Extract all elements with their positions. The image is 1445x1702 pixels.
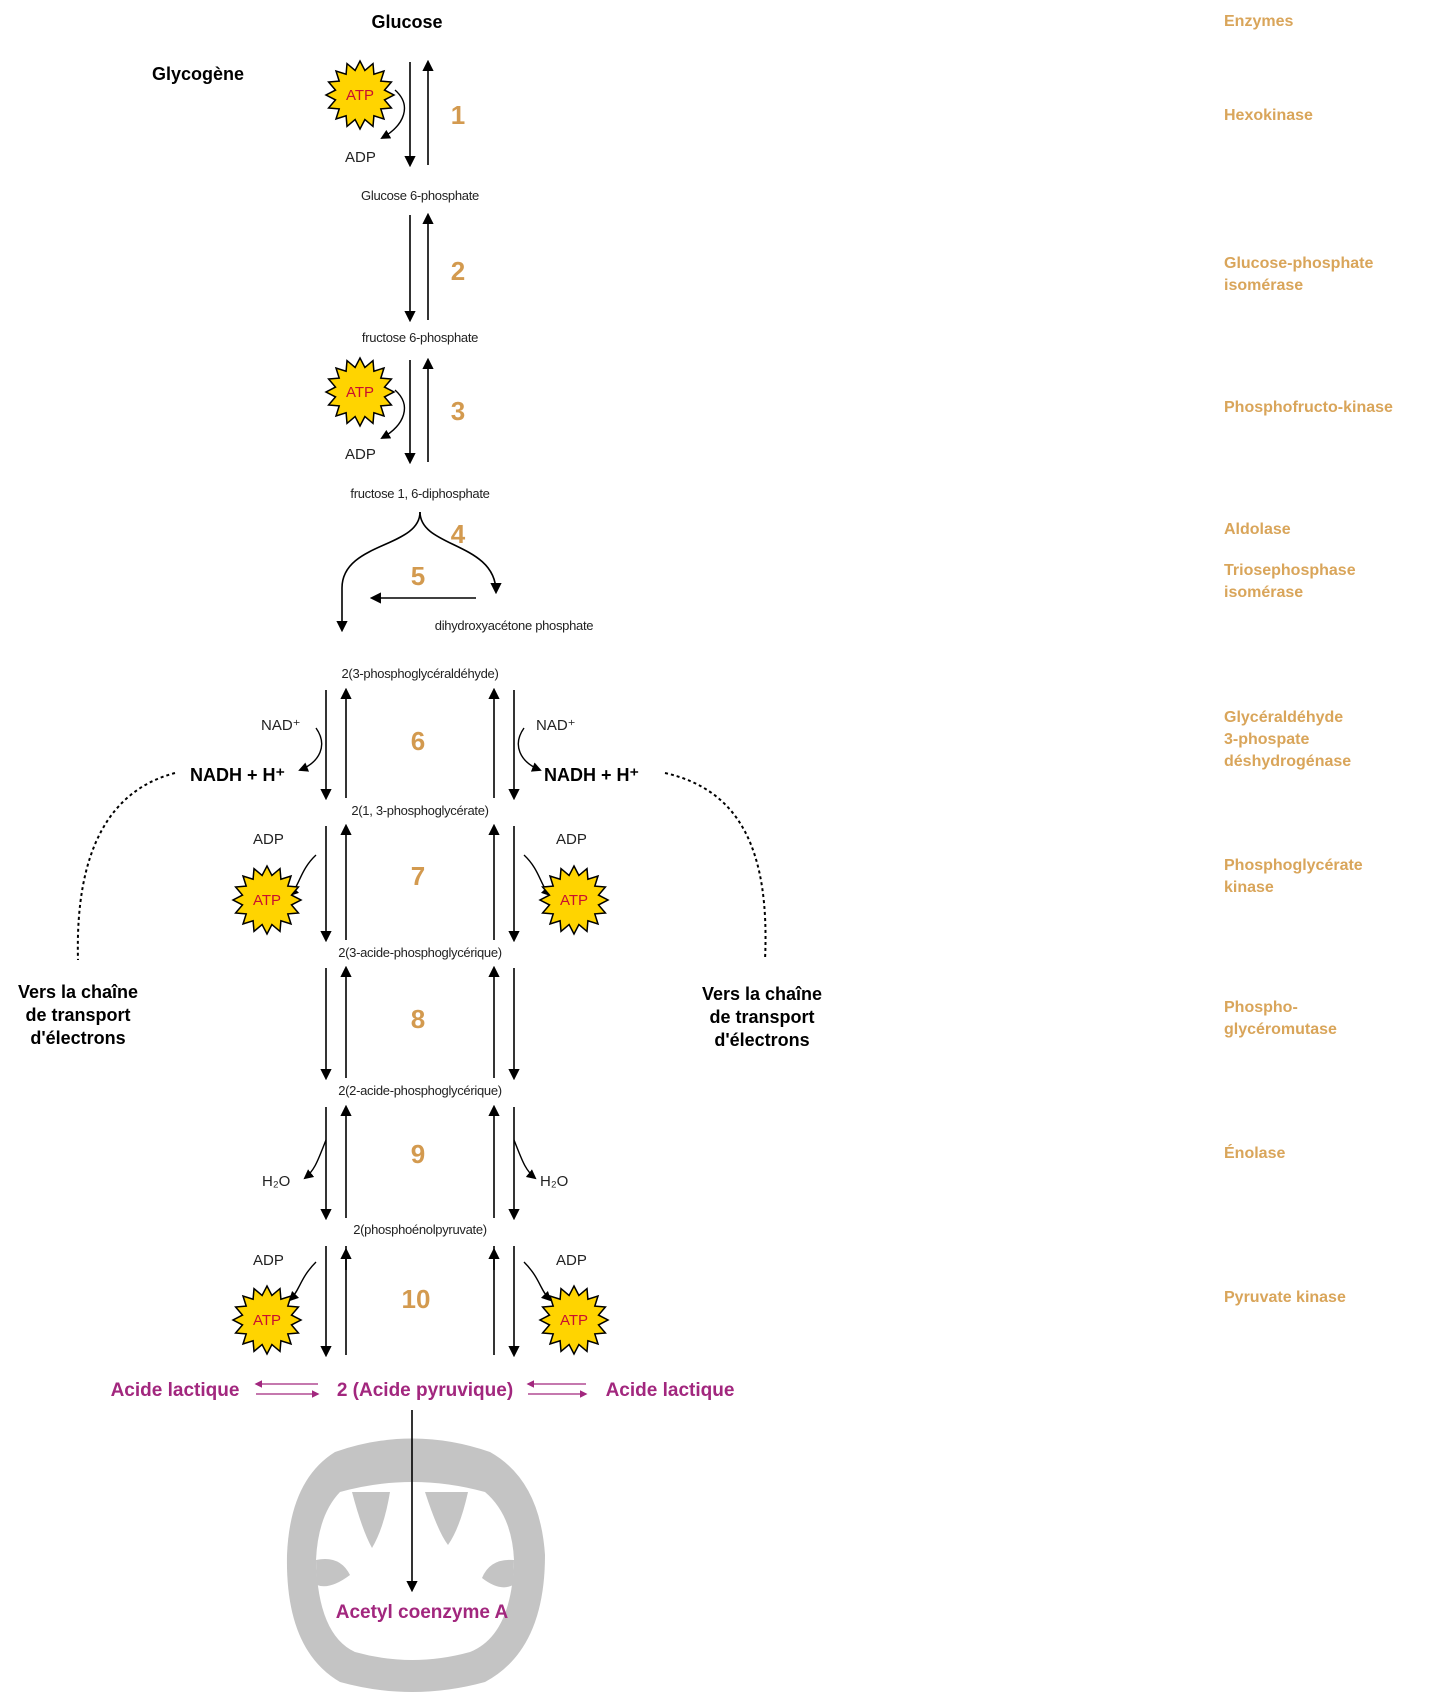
enzyme-3: Phosphofructo-kinase: [1224, 399, 1393, 416]
adp-label-step1: ADP: [345, 149, 376, 166]
step-number-9: 9: [411, 1139, 425, 1169]
atp-star-shape: [324, 356, 396, 428]
electron-chain-left-line3: d'électrons: [30, 1028, 125, 1048]
nadh-label-right: NADH + H⁺: [544, 765, 639, 785]
electron-chain-right-line2: de transport: [709, 1007, 814, 1027]
atp-star-shape: [231, 864, 303, 936]
atp-label: ATP: [560, 1312, 588, 1329]
lactate-arrows: [254, 1380, 588, 1398]
metabolite-fructose-6-phosphate: fructose 6-phosphate: [362, 330, 478, 345]
metabolite-1-3-phosphoglycerate: 2(1, 3-phosphoglycérate): [351, 803, 488, 818]
electron-chain-left-line2: de transport: [25, 1005, 130, 1025]
pyruvic-acid: 2 (Acide pyruvique): [337, 1380, 513, 1401]
atp-star-shape: [538, 1284, 610, 1356]
electron-chain-dashed-curves: [76, 772, 767, 961]
atp-label: ATP: [560, 892, 588, 909]
metabolite-dihydroxyacetone-phosphate: dihydroxyacétone phosphate: [435, 618, 594, 633]
electron-chain-right-line3: d'électrons: [714, 1030, 809, 1050]
step-number-8: 8: [411, 1004, 425, 1034]
adp-label-step3: ADP: [345, 446, 376, 463]
step-number-3: 3: [451, 396, 465, 426]
nad-label-left: NAD⁺: [261, 717, 301, 734]
labels: Glucose Glycogène Glucose 6-phosphate fr…: [18, 12, 822, 1623]
atp-label: ATP: [253, 1312, 281, 1329]
enzymes-header: Enzymes: [1224, 13, 1293, 30]
step-number-7: 7: [411, 861, 425, 891]
step-numbers: 1 2 3 45 6 7 8 9 10: [402, 100, 466, 1314]
glucose-label: Glucose: [371, 12, 442, 32]
adp-label-step10-right: ADP: [556, 1252, 587, 1269]
atp-burst-6: ATP: [538, 1284, 610, 1356]
atp-star-shape: [231, 1284, 303, 1356]
pathway-arrows-upper: [336, 59, 502, 633]
atp-star-shape: [538, 864, 610, 936]
water-label-left: H₂O: [262, 1173, 290, 1190]
metabolite-3-phosphoglyceraldehyde: 2(3-phosphoglycéraldéhyde): [342, 666, 499, 681]
nad-label-right: NAD⁺: [536, 717, 576, 734]
enzyme-10: Pyruvate kinase: [1224, 1289, 1346, 1306]
step-number-6: 6: [411, 726, 425, 756]
nadh-label-left: NADH + H⁺: [190, 765, 285, 785]
cofactor-arrows-upper: [380, 89, 405, 439]
atp-label: ATP: [346, 384, 374, 401]
pathway-arrows-lower: [320, 687, 520, 1593]
adp-label-step7-right: ADP: [556, 831, 587, 848]
atp-label: ATP: [346, 87, 374, 104]
step-number-4: 4: [451, 519, 466, 549]
metabolite-phosphoenolpyruvate: 2(phosphoénolpyruvate): [353, 1222, 487, 1237]
atp-burst-2: ATP: [324, 356, 396, 428]
glycogen-label: Glycogène: [152, 64, 244, 84]
atp-burst-4: ATP: [538, 864, 610, 936]
step-number-10: 10: [402, 1284, 431, 1314]
atp-label: ATP: [253, 892, 281, 909]
atp-bursts: ATP ATP ATP ATP ATP ATP: [231, 59, 610, 1356]
enzyme-9: Énolase: [1224, 1143, 1285, 1162]
step-number-2: 2: [451, 256, 465, 286]
lactic-acid-left: Acide lactique: [111, 1380, 240, 1401]
electron-chain-right-line1: Vers la chaîne: [702, 984, 822, 1004]
atp-burst-3: ATP: [231, 864, 303, 936]
enzyme-4: Aldolase: [1224, 521, 1291, 538]
acetyl-coenzyme-a: Acetyl coenzyme A: [336, 1602, 509, 1623]
enzyme-1: Hexokinase: [1224, 107, 1313, 124]
metabolite-glucose-6-phosphate: Glucose 6-phosphate: [361, 188, 479, 203]
atp-star-shape: [324, 59, 396, 131]
metabolite-2-phosphoglyceric-acid: 2(2-acide-phosphoglycérique): [338, 1083, 502, 1098]
water-label-right: H₂O: [540, 1173, 568, 1190]
metabolite-fructose-1-6-diphosphate: fructose 1, 6-diphosphate: [350, 486, 489, 501]
step-number-1: 1: [451, 100, 465, 130]
atp-burst-1: ATP: [324, 59, 396, 131]
step-number-5: 5: [411, 561, 425, 591]
atp-burst-5: ATP: [231, 1284, 303, 1356]
adp-label-step10-left: ADP: [253, 1252, 284, 1269]
lactic-acid-right: Acide lactique: [606, 1380, 735, 1401]
mitochondrion-shape: [286, 1438, 545, 1692]
enzyme-8: Phospho-glycéromutase: [1224, 999, 1337, 1038]
electron-chain-left-line1: Vers la chaîne: [18, 982, 138, 1002]
adp-label-step7-left: ADP: [253, 831, 284, 848]
metabolite-3-phosphoglyceric-acid: 2(3-acide-phosphoglycérique): [338, 945, 502, 960]
